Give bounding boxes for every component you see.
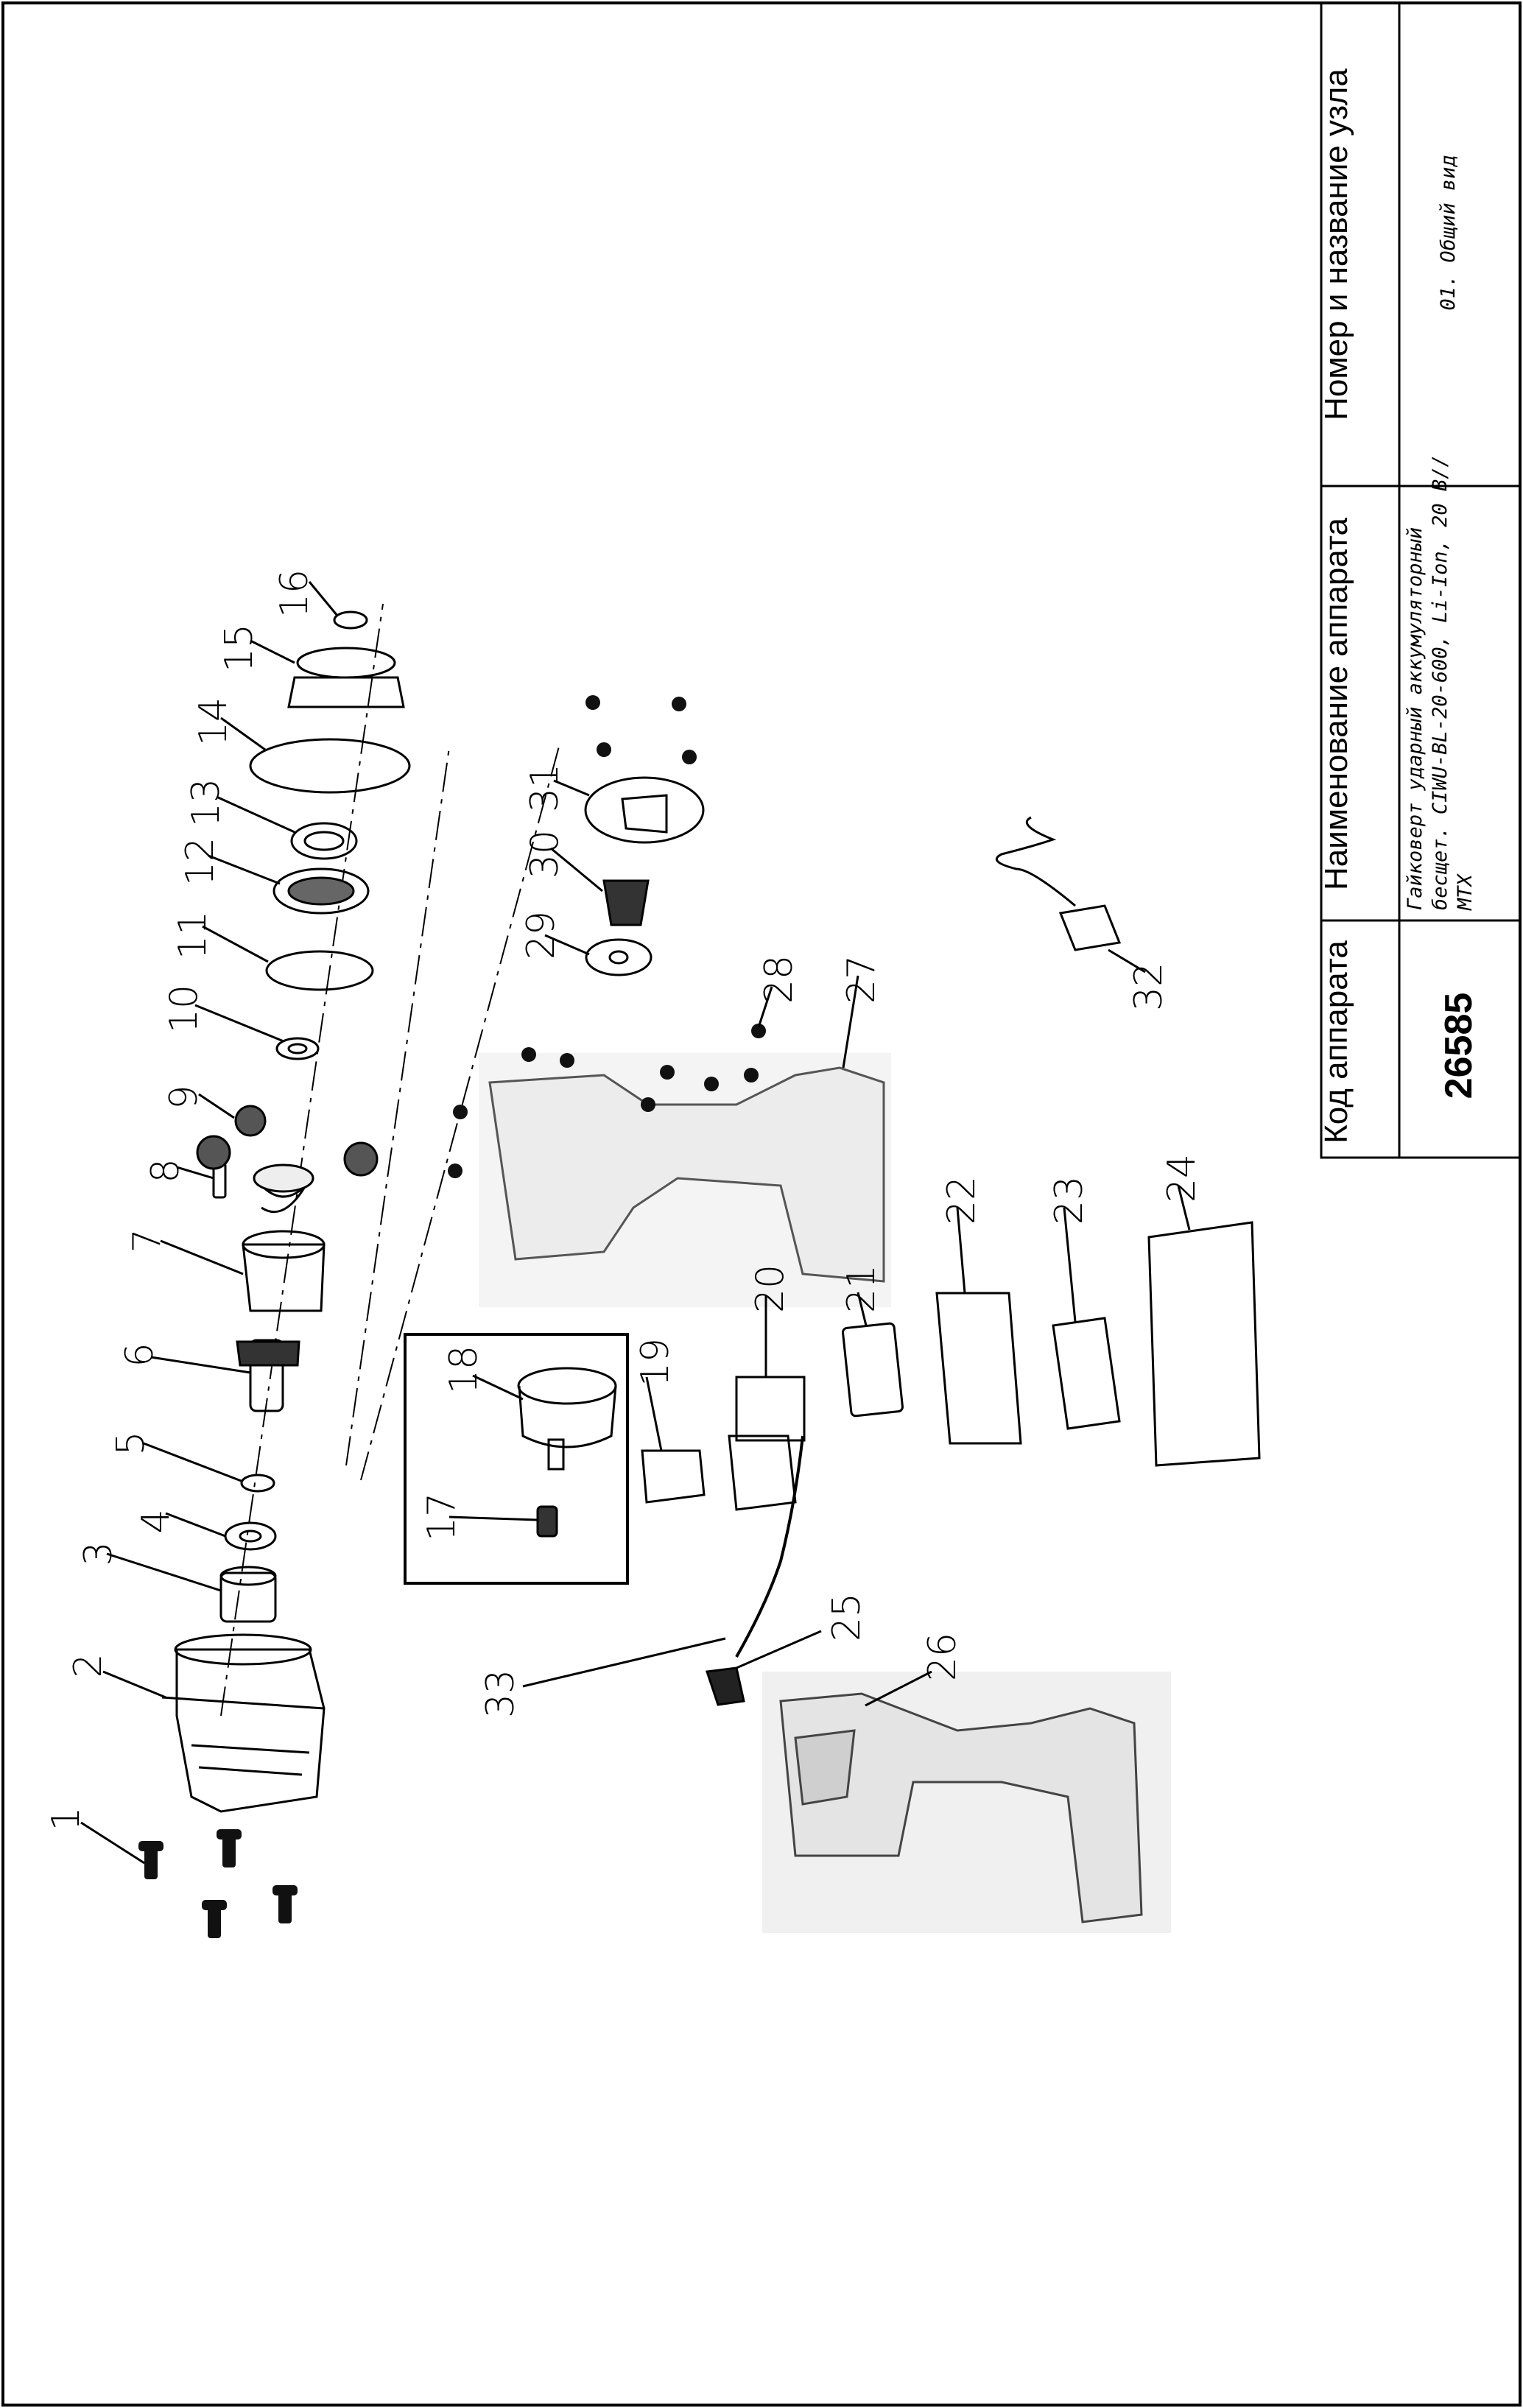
- wiring-shape: [735, 1435, 804, 1658]
- part-number-8: 8: [144, 1158, 188, 1183]
- part-number-7: 7: [125, 1228, 169, 1253]
- part-number-15: 15: [217, 623, 261, 673]
- part-number-30: 30: [523, 829, 567, 879]
- part-number-17: 17: [420, 1492, 464, 1542]
- motor-inset-box: [404, 1333, 629, 1585]
- apparatus-name-line-3: MTX: [1454, 874, 1477, 910]
- small-screw-icons: [448, 695, 766, 1178]
- motor-shape: [517, 1367, 617, 1538]
- part-number-14: 14: [191, 697, 236, 747]
- title-block: [1320, 1, 1522, 1159]
- part-number-27: 27: [840, 954, 884, 1004]
- col-node-header: Номер и название узла: [1318, 68, 1354, 420]
- part-number-33: 33: [479, 1669, 523, 1719]
- part-number-9: 9: [162, 1085, 206, 1110]
- hammer-assembly-shape: [196, 1105, 379, 1312]
- bushing-shape: [219, 1566, 277, 1623]
- part-number-16: 16: [272, 568, 317, 619]
- part-number-20: 20: [748, 1264, 792, 1314]
- part-number-1: 1: [44, 1806, 88, 1831]
- rear-cover-shapes: [584, 776, 705, 976]
- part-number-13: 13: [184, 778, 228, 828]
- front-housing-shape: [161, 1633, 326, 1813]
- col-name-header: Наименование аппарата: [1318, 518, 1354, 890]
- apparatus-name-line-2: бесщет. CIWU-BL-20-600, Li-Ion, 20 В//: [1429, 455, 1452, 910]
- part-number-24: 24: [1160, 1153, 1204, 1203]
- part-number-29: 29: [519, 910, 563, 960]
- gearbox-shapes: [249, 647, 411, 991]
- apparatus-name-line-1: Гайковерт ударный аккумуляторный: [1404, 527, 1427, 910]
- part-number-2: 2: [66, 1653, 110, 1678]
- part-number-4: 4: [134, 1509, 178, 1534]
- node-name: 01. Общий вид: [1437, 155, 1460, 311]
- part-number-21: 21: [840, 1264, 884, 1314]
- part-number-28: 28: [757, 954, 801, 1004]
- part-number-6: 6: [118, 1342, 162, 1367]
- part-number-23: 23: [1047, 1175, 1091, 1225]
- charger-shape: [995, 816, 1122, 951]
- anvil-shape: [236, 1339, 300, 1412]
- housing-right-shape: [762, 1672, 1171, 1933]
- housing-left-shape: [479, 1053, 891, 1307]
- part-number-22: 22: [940, 1175, 984, 1225]
- switch-battery-shapes: [641, 1221, 1261, 1511]
- apparatus-code: 26585: [1438, 992, 1480, 1099]
- part-number-25: 25: [825, 1592, 869, 1642]
- part-number-12: 12: [178, 837, 222, 887]
- part-number-32: 32: [1127, 962, 1171, 1012]
- apparatus-name: Гайковерт ударный аккумуляторный бесщет.…: [1403, 455, 1487, 910]
- washer-shapes: [224, 610, 368, 1551]
- part-number-11: 11: [171, 910, 215, 960]
- part-number-5: 5: [109, 1431, 153, 1456]
- part-number-3: 3: [77, 1541, 121, 1566]
- part-number-19: 19: [633, 1337, 678, 1387]
- part-number-26: 26: [921, 1632, 965, 1682]
- part-number-31: 31: [523, 763, 567, 813]
- part-number-10: 10: [162, 984, 206, 1034]
- led-holder-shape: [705, 1666, 745, 1706]
- screw-icon: [138, 1829, 298, 1938]
- leader-lines: [80, 581, 1191, 1865]
- part-number-18: 18: [442, 1345, 486, 1395]
